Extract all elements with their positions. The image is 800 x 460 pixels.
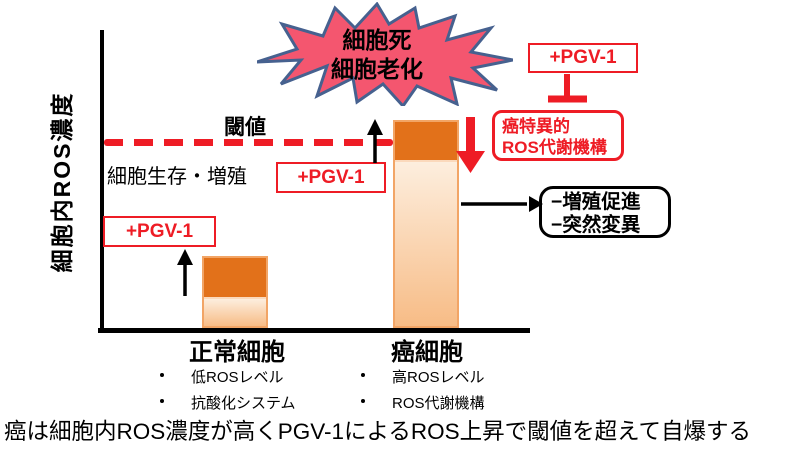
threshold-label: 閾値 [224,116,266,139]
cancer-ros-mechanism-box: 癌特異的 ROS代謝機構 [492,110,624,161]
normal-cell-bar [202,256,268,328]
inhibition-tbar-icon [548,74,587,103]
bullet-text: ROS代謝機構 [392,395,485,412]
normal-cell-bar-cap [204,258,266,297]
threshold-dashed-line [104,139,393,146]
mechanism-line1: 癌特異的 [502,117,570,136]
bullet-icon [361,399,365,403]
starburst-polygon [257,2,513,106]
cell-death-label: 細胞死 細胞老化 [297,26,457,84]
caption-text: 癌は細胞内ROS濃度が高くPGV-1によるROS上昇で閾値を超えて自爆する [4,419,751,444]
cancer-cell-bullet-list: 高ROSレベル ROS代謝機構 [353,366,485,418]
cancer-cell-bar-cap [395,122,457,160]
cancer-cell-label: 癌細胞 [391,339,463,366]
cell-survival-label: 細胞生存・増殖 [107,166,247,188]
effects-line1: −増殖促進 [551,191,641,213]
cell-death-line1: 細胞死 [342,27,412,53]
list-item: 抗酸化システム [152,392,296,413]
right-arrow-to-effects-icon [461,196,543,212]
x-axis-line [98,328,530,333]
normal-cell-bullet-list: 低ROSレベル 抗酸化システム [152,366,296,418]
list-item: 低ROSレベル [152,366,296,387]
cell-death-starburst-shape [257,2,513,106]
effects-line2: −突然変異 [551,214,641,236]
y-axis-label: 細胞内ROS濃度 [49,91,75,273]
red-down-arrow-icon [456,117,485,173]
list-item: 高ROSレベル [353,366,485,387]
pgv1-box-top: +PGV-1 [528,43,638,73]
cancer-cell-bar-body [395,160,457,326]
pgv1-box-normal: +PGV-1 [103,216,216,247]
bullet-icon [361,373,365,377]
bullet-icon [160,399,164,403]
y-axis-line [100,30,104,330]
effects-box: −増殖促進 −突然変異 [539,186,671,238]
bullet-text: 抗酸化システム [191,395,296,412]
mechanism-line2: ROS代謝機構 [502,138,607,157]
pgv1-box-cancer: +PGV-1 [276,162,386,193]
bullet-icon [160,373,164,377]
list-item: ROS代謝機構 [353,392,485,413]
normal-cell-bar-body [204,297,266,326]
normal-cell-label: 正常細胞 [189,339,285,366]
bullet-text: 低ROSレベル [191,369,284,386]
up-arrow-normal-icon [177,249,193,296]
bullet-text: 高ROSレベル [392,369,485,386]
cell-death-line2: 細胞老化 [331,56,423,82]
cancer-cell-bar [393,120,459,328]
